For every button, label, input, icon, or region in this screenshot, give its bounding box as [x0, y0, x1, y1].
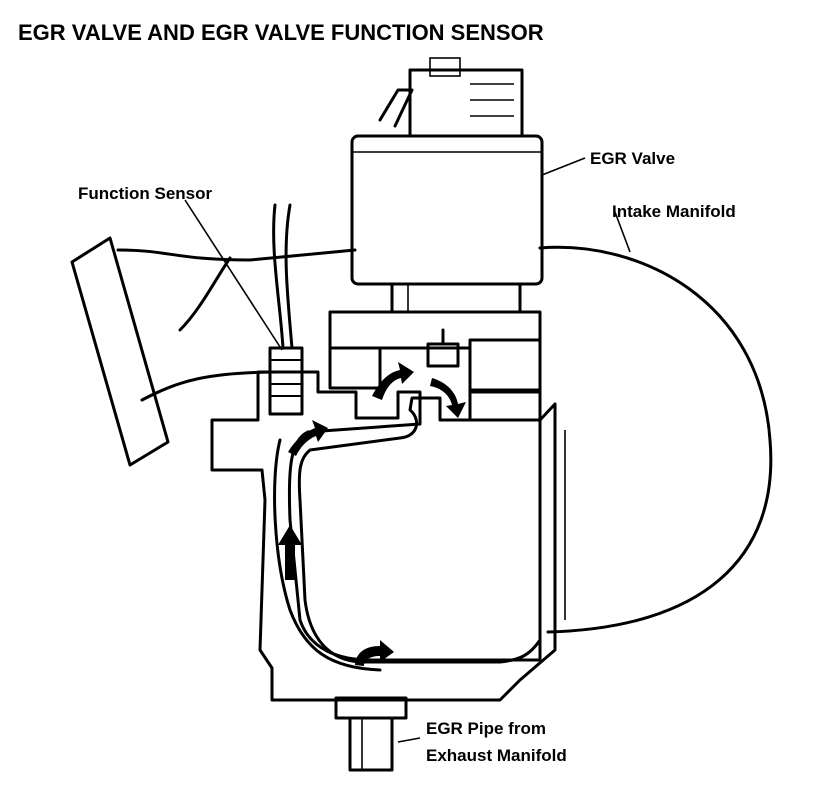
flow-arrows — [278, 362, 466, 666]
flow-arrow-up — [278, 525, 302, 580]
egr-valve — [350, 57, 544, 314]
flow-arrow-over — [372, 362, 414, 400]
egr-housing — [210, 370, 557, 702]
label-egr-pipe-line2: Exhaust Manifold — [426, 746, 567, 765]
function-sensor — [268, 203, 304, 416]
label-egr-valve: EGR Valve — [590, 149, 675, 168]
diagram-title: EGR VALVE AND EGR VALVE FUNCTION SENSOR — [18, 20, 544, 45]
flow-arrow-down — [430, 378, 466, 418]
label-egr-pipe-line1: EGR Pipe from — [426, 719, 546, 738]
leader-lines — [184, 157, 631, 743]
flow-arrow-corner — [288, 420, 328, 456]
egr-valve-connector — [378, 57, 524, 138]
intake-manifold-body — [538, 245, 773, 634]
egr-pipe — [334, 696, 408, 772]
flow-arrow-inlet — [355, 640, 394, 666]
label-function-sensor: Function Sensor — [78, 184, 213, 203]
label-intake-manifold: Intake Manifold — [612, 202, 736, 221]
